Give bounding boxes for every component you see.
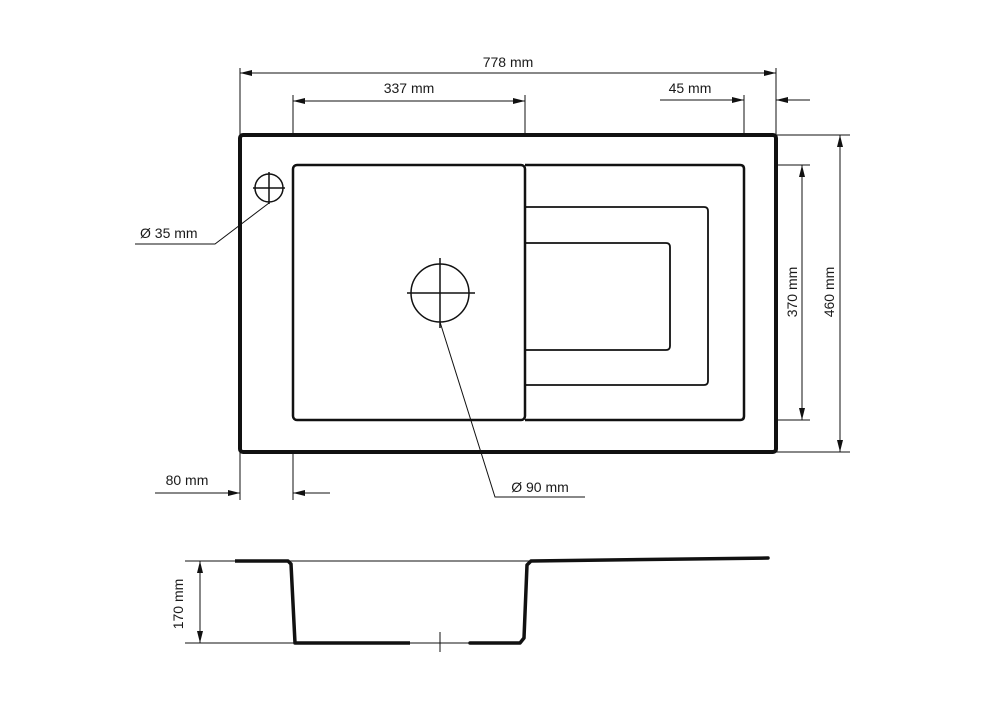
side-view bbox=[185, 556, 770, 652]
dimension-tap-hole: Ø 35 mm bbox=[140, 225, 198, 241]
sink-profile-left bbox=[235, 559, 410, 645]
dimension-drain-hole: Ø 90 mm bbox=[511, 479, 569, 495]
sink-outline bbox=[238, 133, 778, 454]
dimension-lines bbox=[135, 68, 850, 500]
dimension-bowl-depth: 170 mm bbox=[170, 579, 186, 630]
dimension-overall-depth: 460 mm bbox=[821, 267, 837, 318]
drain-hole-icon bbox=[407, 258, 475, 328]
dimension-bowl-width: 337 mm bbox=[384, 80, 435, 96]
bowl-outline bbox=[291, 163, 527, 422]
dimension-right-edge: 45 mm bbox=[669, 80, 712, 96]
sink-profile-right bbox=[468, 556, 770, 645]
drainer-step-inner bbox=[525, 242, 671, 351]
dimension-overall-width: 778 mm bbox=[483, 54, 534, 70]
dimension-inner-height: 370 mm bbox=[784, 267, 800, 318]
drainer-outline bbox=[525, 163, 746, 422]
top-view bbox=[238, 133, 778, 454]
dimension-left-edge: 80 mm bbox=[166, 472, 209, 488]
tap-hole-icon bbox=[253, 172, 285, 204]
drainer-step-outer bbox=[525, 206, 709, 386]
